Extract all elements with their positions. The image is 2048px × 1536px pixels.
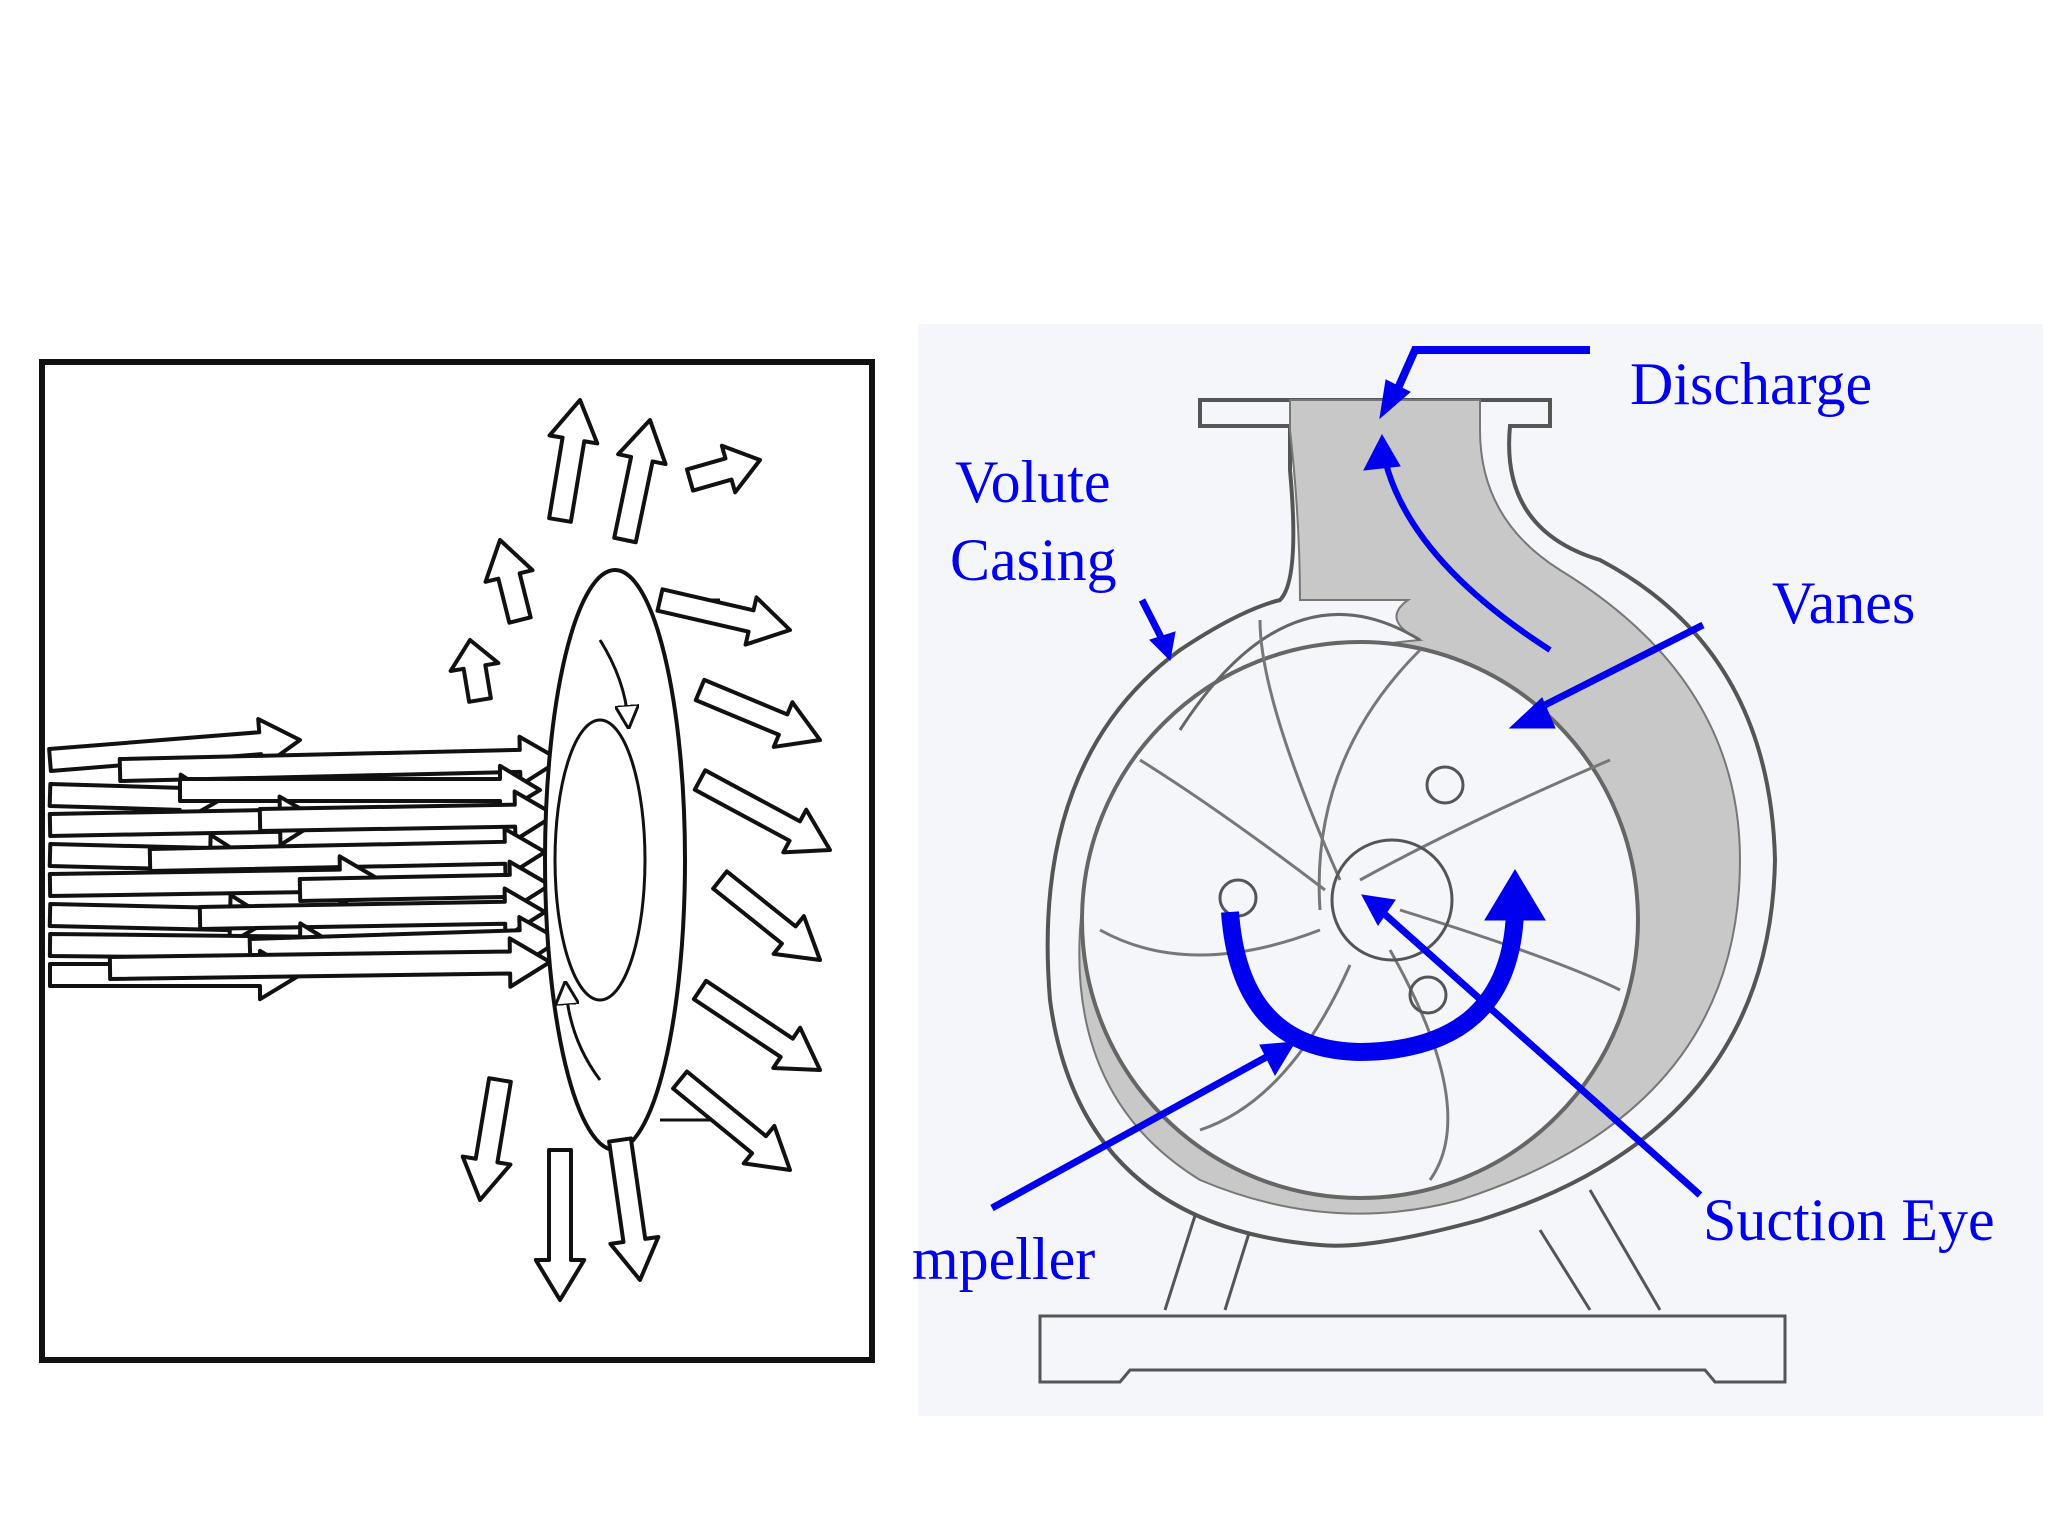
suction-eye-pointer xyxy=(1377,907,1703,1198)
casing-label: Casing xyxy=(950,527,1117,593)
flow-curve-arrow-head xyxy=(1363,433,1401,471)
inflow-arrow xyxy=(257,789,557,842)
discharge-label: Discharge xyxy=(1630,351,1873,417)
impeller-disc xyxy=(543,568,720,1152)
outflow-arrow xyxy=(684,443,762,495)
outflow-arrow xyxy=(671,1069,792,1172)
impeller-vanes xyxy=(1099,619,1621,1181)
outflow-arrow xyxy=(607,1136,661,1282)
outflow-arrow xyxy=(711,869,822,962)
rotation-arrow-head xyxy=(1484,869,1546,921)
rotation-arrow xyxy=(1221,911,1524,1062)
outflow-arrow xyxy=(483,538,535,625)
suction-eye-pointer-head xyxy=(1361,894,1396,926)
outflow-arrow xyxy=(448,638,501,704)
outflow-arrow xyxy=(533,1148,587,1302)
outflow-arrow xyxy=(612,418,668,545)
vanes-pointer-head xyxy=(1508,697,1556,729)
outflow-arrow xyxy=(547,398,600,524)
volute-label: Volute xyxy=(955,449,1111,515)
flow-curve-arrow xyxy=(1382,459,1552,653)
inflow-arrow xyxy=(117,734,562,788)
outflow-arrow xyxy=(693,677,822,749)
inflow-arrow xyxy=(107,936,552,989)
outflow-arrow xyxy=(460,1076,513,1202)
impeller-pointer xyxy=(990,1051,1272,1212)
volute-casing xyxy=(1045,398,1778,1248)
discharge-pointer xyxy=(1391,346,1590,397)
suction-eye-label: Suction Eye xyxy=(1703,1187,1995,1253)
inflow-arrows xyxy=(47,717,562,1002)
label-pointers xyxy=(990,346,1705,1212)
vanes-label: Vanes xyxy=(1772,570,1916,636)
pump-base xyxy=(1038,1189,1787,1384)
volute-pointer-head xyxy=(1149,631,1176,662)
outflow-arrow xyxy=(691,978,822,1072)
inflow-arrow xyxy=(147,826,547,880)
impeller-label: mpeller xyxy=(912,1226,1096,1292)
radial-outflow-arrows xyxy=(448,398,832,1302)
discharge-pointer-head xyxy=(1379,379,1411,420)
impeller-pointer-head xyxy=(1259,1041,1296,1077)
outflow-arrow xyxy=(692,768,832,855)
vanes-pointer xyxy=(1533,621,1705,714)
outflow-arrow xyxy=(655,587,792,647)
inflow-arrow xyxy=(197,886,547,939)
